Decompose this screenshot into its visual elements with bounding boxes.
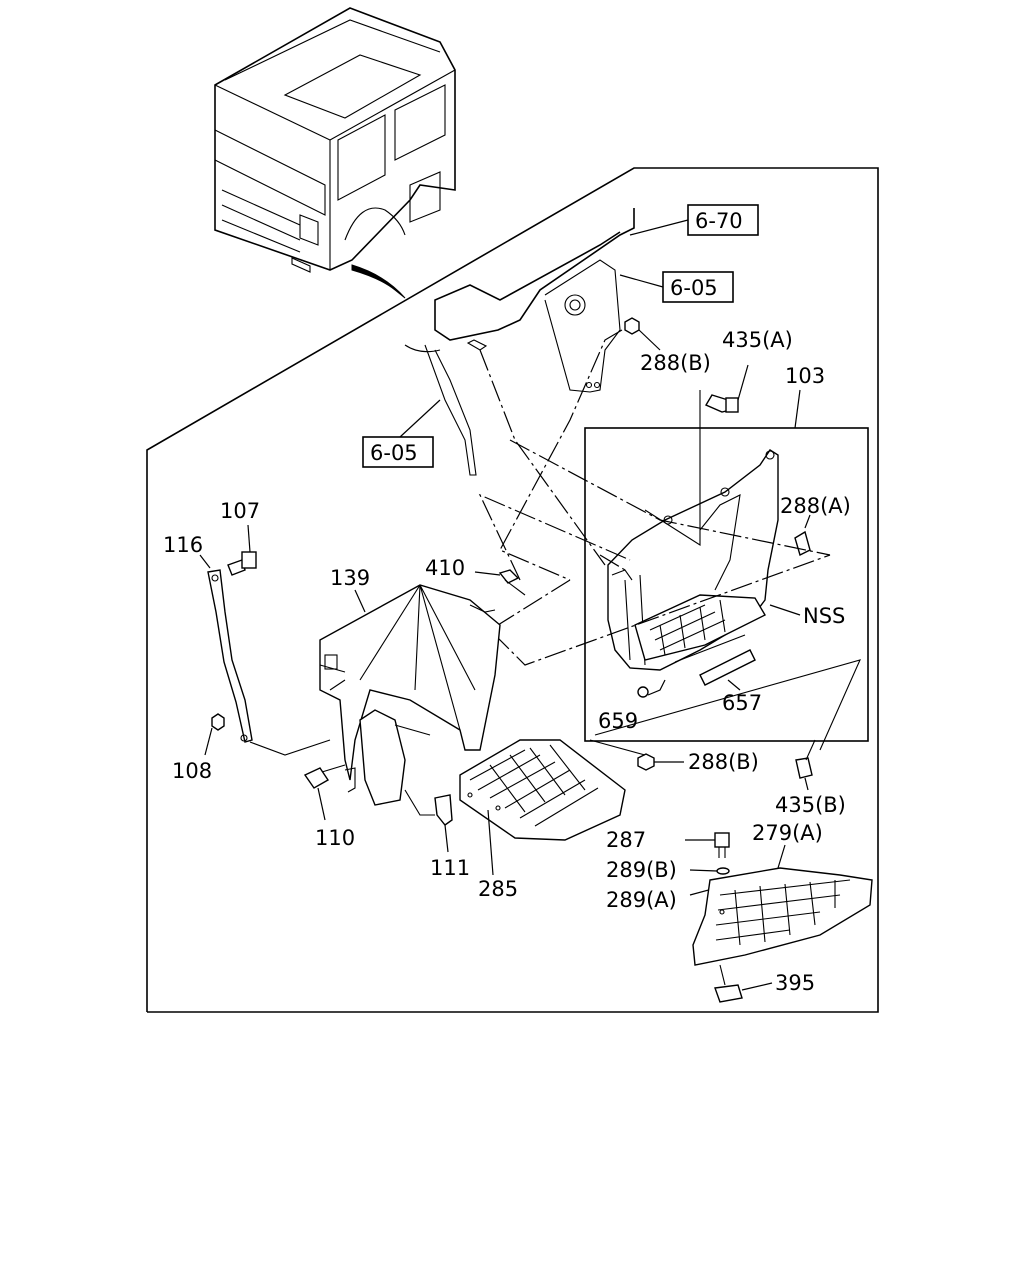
nut-icon[interactable]: [624, 317, 640, 335]
ref-box-6-05-left[interactable]: [362, 436, 434, 468]
label-659: 659: [598, 709, 638, 733]
step-plate-icon[interactable]: [459, 739, 626, 841]
label-288b-bottom: 288(B): [688, 750, 759, 774]
nut-icon[interactable]: [637, 753, 655, 771]
bolt-icon[interactable]: [704, 394, 739, 413]
label-nss: NSS: [803, 604, 845, 628]
label-657: 657: [722, 691, 762, 715]
bolt-icon[interactable]: [498, 569, 526, 596]
label-107: 107: [220, 499, 260, 523]
label-435b: 435(B): [775, 793, 846, 817]
clip-icon[interactable]: [714, 984, 743, 1003]
bolt-icon[interactable]: [303, 764, 356, 793]
truck-cab-illustration: [214, 7, 456, 299]
step-plate-icon[interactable]: [692, 867, 873, 966]
bolt-icon[interactable]: [795, 739, 816, 779]
diagram-frame: [146, 167, 879, 1013]
part-116-strap: [207, 569, 253, 743]
label-435a: 435(A): [722, 328, 793, 352]
ref-6-05-left-label: 6-05: [370, 441, 418, 465]
label-103: 103: [785, 364, 825, 388]
label-108: 108: [172, 759, 212, 783]
label-116: 116: [163, 533, 203, 557]
label-287: 287: [606, 828, 646, 852]
label-288b-top: 288(B): [640, 351, 711, 375]
ref-box-6-70[interactable]: [687, 204, 759, 236]
nut-icon[interactable]: [211, 713, 225, 731]
label-289a: 289(A): [606, 888, 677, 912]
part-657-strip: [699, 649, 756, 686]
sub-assembly-box-103: [584, 427, 869, 742]
washer-289b[interactable]: [716, 867, 730, 875]
clip-icon[interactable]: [794, 530, 811, 557]
label-111: 111: [430, 856, 470, 880]
step-bracket-103: [607, 449, 779, 671]
label-289b: 289(B): [606, 858, 677, 882]
bolt-icon[interactable]: [714, 832, 730, 858]
label-395: 395: [775, 971, 815, 995]
label-410: 410: [425, 556, 465, 580]
ref-6-05-right-label: 6-05: [670, 276, 718, 300]
label-139: 139: [330, 566, 370, 590]
nut-icon[interactable]: [637, 686, 649, 698]
label-279a: 279(A): [752, 821, 823, 845]
label-285: 285: [478, 877, 518, 901]
ref-6-70-label: 6-70: [695, 209, 743, 233]
part-139-bracket: [319, 584, 501, 806]
bolt-icon[interactable]: [227, 551, 257, 576]
label-288a: 288(A): [780, 494, 851, 518]
clip-icon[interactable]: [434, 794, 453, 826]
frame-bracket: [404, 208, 635, 476]
label-110: 110: [315, 826, 355, 850]
